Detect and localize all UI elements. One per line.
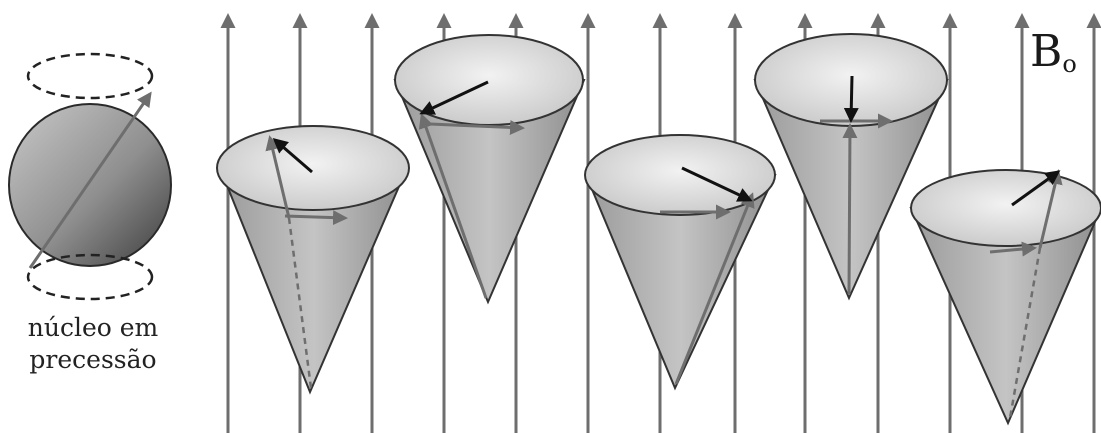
caption-line-1: núcleo em <box>20 312 166 344</box>
precession-cone-3 <box>585 135 775 388</box>
precession-cone-2 <box>395 35 584 302</box>
spin-vector <box>849 126 850 294</box>
field-label-b0: Bo <box>1030 30 1077 76</box>
field-label-subscript: o <box>1062 50 1076 78</box>
nucleus-caption: núcleo em precessão <box>20 312 166 376</box>
precession-cone-4 <box>755 34 947 298</box>
caption-line-2: precessão <box>20 344 166 376</box>
cone-rim <box>585 135 775 215</box>
top-orbit-ellipse <box>28 54 152 98</box>
field-label-main: B <box>1030 26 1062 77</box>
precessing-nucleus <box>9 54 171 299</box>
cone-rim <box>217 126 409 210</box>
cone-rim <box>911 170 1101 246</box>
precession-cone-5 <box>911 170 1101 423</box>
precession-cone-1 <box>217 126 409 392</box>
nucleus-sphere <box>9 104 171 266</box>
rotation-arrow <box>285 216 345 218</box>
magnetic-moment-arrow <box>851 76 852 120</box>
